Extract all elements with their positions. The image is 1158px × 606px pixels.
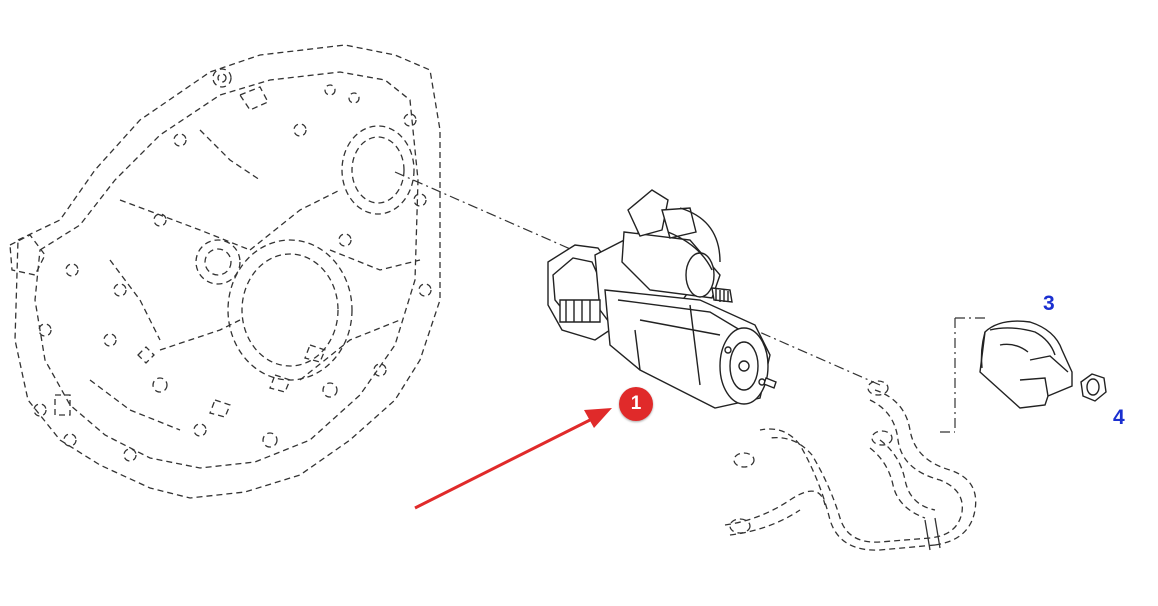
hex-nut [1080,373,1107,402]
cable-harness [724,380,977,551]
callout-part-4: 4 [1113,406,1125,429]
callout-part-3: 3 [1043,292,1055,315]
pointer-arrow [414,408,612,510]
flywheel-housing [9,44,441,499]
starter-motor [547,189,777,409]
terminal-cover [979,320,1073,409]
highlight-badge: 1 [619,387,653,421]
